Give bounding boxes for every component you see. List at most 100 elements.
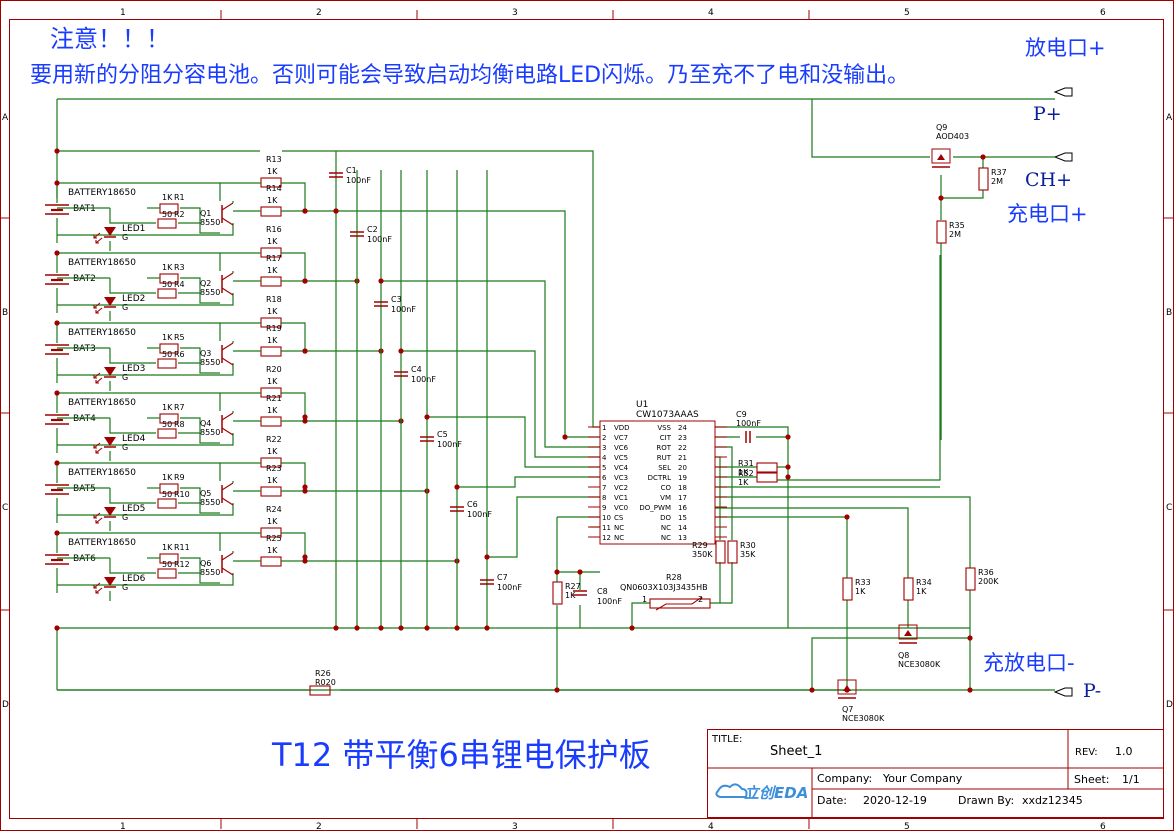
resistor-value: 2M xyxy=(991,177,1003,186)
resistor-value: 1K xyxy=(267,237,278,246)
resistor-value: 1K xyxy=(267,336,278,345)
row-label-right: A xyxy=(1166,113,1173,123)
junction-dot xyxy=(302,488,308,494)
row-label-right: C xyxy=(1166,503,1172,513)
junction-dot xyxy=(454,625,460,631)
ic-pin-number: 5 xyxy=(602,464,606,472)
ic-pin-number: 20 xyxy=(678,464,687,472)
battery-name-label: BAT4 xyxy=(73,414,96,424)
transistor-type: 8550 xyxy=(200,288,220,297)
resistor-value: 1K xyxy=(162,543,173,552)
led-ref: LED1 xyxy=(122,224,145,234)
port-p-minus-label: P- xyxy=(1083,680,1101,702)
junction-dot xyxy=(302,558,308,564)
col-label-bottom: 1 xyxy=(120,822,126,831)
resistor-ref: R34 xyxy=(916,578,932,587)
resistor-value: 1K xyxy=(855,587,866,596)
resistor-ref: R4 xyxy=(174,280,185,289)
sheet-title: Sheet_1 xyxy=(770,744,822,759)
company-value: Your Company xyxy=(882,772,963,785)
resistor-value: 1K xyxy=(267,266,278,275)
ic-pin-number: 9 xyxy=(602,504,606,512)
junction-dot xyxy=(629,625,635,631)
resistor-ref: R30 xyxy=(740,541,756,550)
led-icon xyxy=(104,437,116,446)
port-ch-plus-label: CH+ xyxy=(1025,169,1072,191)
resistor-ref: R8 xyxy=(174,420,185,429)
resistor-r34-body xyxy=(903,577,914,601)
thermistor-value: QN0603X103J3435HB xyxy=(620,583,708,592)
battery-type-label: BATTERY18650 xyxy=(68,468,136,478)
resistor-r2 xyxy=(157,218,177,229)
resistor-ref: R23 xyxy=(266,464,282,473)
resistor-r30-body xyxy=(727,540,738,564)
junction-dot xyxy=(378,625,384,631)
resistor-r19 xyxy=(260,346,282,357)
battery-type-label: BATTERY18650 xyxy=(68,258,136,268)
transistor-type: 8550 xyxy=(200,358,220,367)
ic-pin-number: 16 xyxy=(678,504,687,512)
battery-type-label: BATTERY18650 xyxy=(68,188,136,198)
resistor-value: 2M xyxy=(949,230,961,239)
ic-pin-name: VC7 xyxy=(614,434,628,442)
col-label-top: 1 xyxy=(120,8,126,18)
junction-dot xyxy=(302,418,308,424)
ic-pin-number: 22 xyxy=(678,444,687,452)
resistor-value: 1K xyxy=(267,447,278,456)
led-icon xyxy=(104,507,116,516)
transistor-type: 8550 xyxy=(200,218,220,227)
port-ch-plus: CH+ xyxy=(1025,152,1073,191)
ic-pin-number: 18 xyxy=(678,484,687,492)
transistor-ref: Q2 xyxy=(200,279,211,288)
resistor-value: 1K xyxy=(162,193,173,202)
resistor-r36-body xyxy=(965,567,976,591)
thermistor-body xyxy=(649,598,711,609)
title-block: TITLE: Sheet_1 REV: 1.0 Company: Your Co… xyxy=(707,729,1164,818)
junction-dot xyxy=(54,625,60,631)
junction-dot xyxy=(554,687,560,693)
junction-dot xyxy=(785,434,791,440)
capacitor-ref: C4 xyxy=(411,365,422,374)
resistor-value: 350K xyxy=(692,550,713,559)
junction-dot xyxy=(333,208,339,214)
battery-name-label: BAT2 xyxy=(73,274,96,284)
resistor-r6 xyxy=(157,358,177,369)
row-label-left: A xyxy=(2,113,9,123)
capacitor-value: 100nF xyxy=(597,597,622,606)
resistor-r32-body xyxy=(756,472,778,483)
lceda-logo: 立创EDA xyxy=(715,783,808,802)
ic-pin-name: SEL xyxy=(658,464,671,472)
resistor-ref: R21 xyxy=(266,394,282,403)
transistor-type: 8550 xyxy=(200,568,220,577)
resistor-value: 1K xyxy=(267,307,278,316)
junction-dot xyxy=(302,278,308,284)
junction-dot xyxy=(844,687,850,693)
led-color: G xyxy=(122,583,128,592)
ic-pin-name: NC xyxy=(661,534,671,542)
junction-dot xyxy=(424,625,430,631)
resistor-r26-body xyxy=(309,685,331,696)
resistor-ref: R20 xyxy=(266,365,282,374)
junction-dot xyxy=(484,554,490,560)
led-color: G xyxy=(122,373,128,382)
col-label-bottom: 5 xyxy=(904,822,910,831)
junction-dot xyxy=(785,464,791,470)
capacitor-value: 100nF xyxy=(411,375,436,384)
resistor-ref: R9 xyxy=(174,473,185,482)
resistor-ref: R19 xyxy=(266,324,282,333)
discharge-plus-label: 放电口+ xyxy=(1025,36,1106,60)
junction-dot xyxy=(967,687,973,693)
junction-dot xyxy=(54,320,60,326)
led-icon xyxy=(104,367,116,376)
ic-pin-number: 15 xyxy=(678,514,687,522)
resistor-ref: R33 xyxy=(855,578,871,587)
junction-dot xyxy=(554,569,560,575)
resistor-ref: R12 xyxy=(174,560,190,569)
resistor-r10 xyxy=(157,498,177,509)
